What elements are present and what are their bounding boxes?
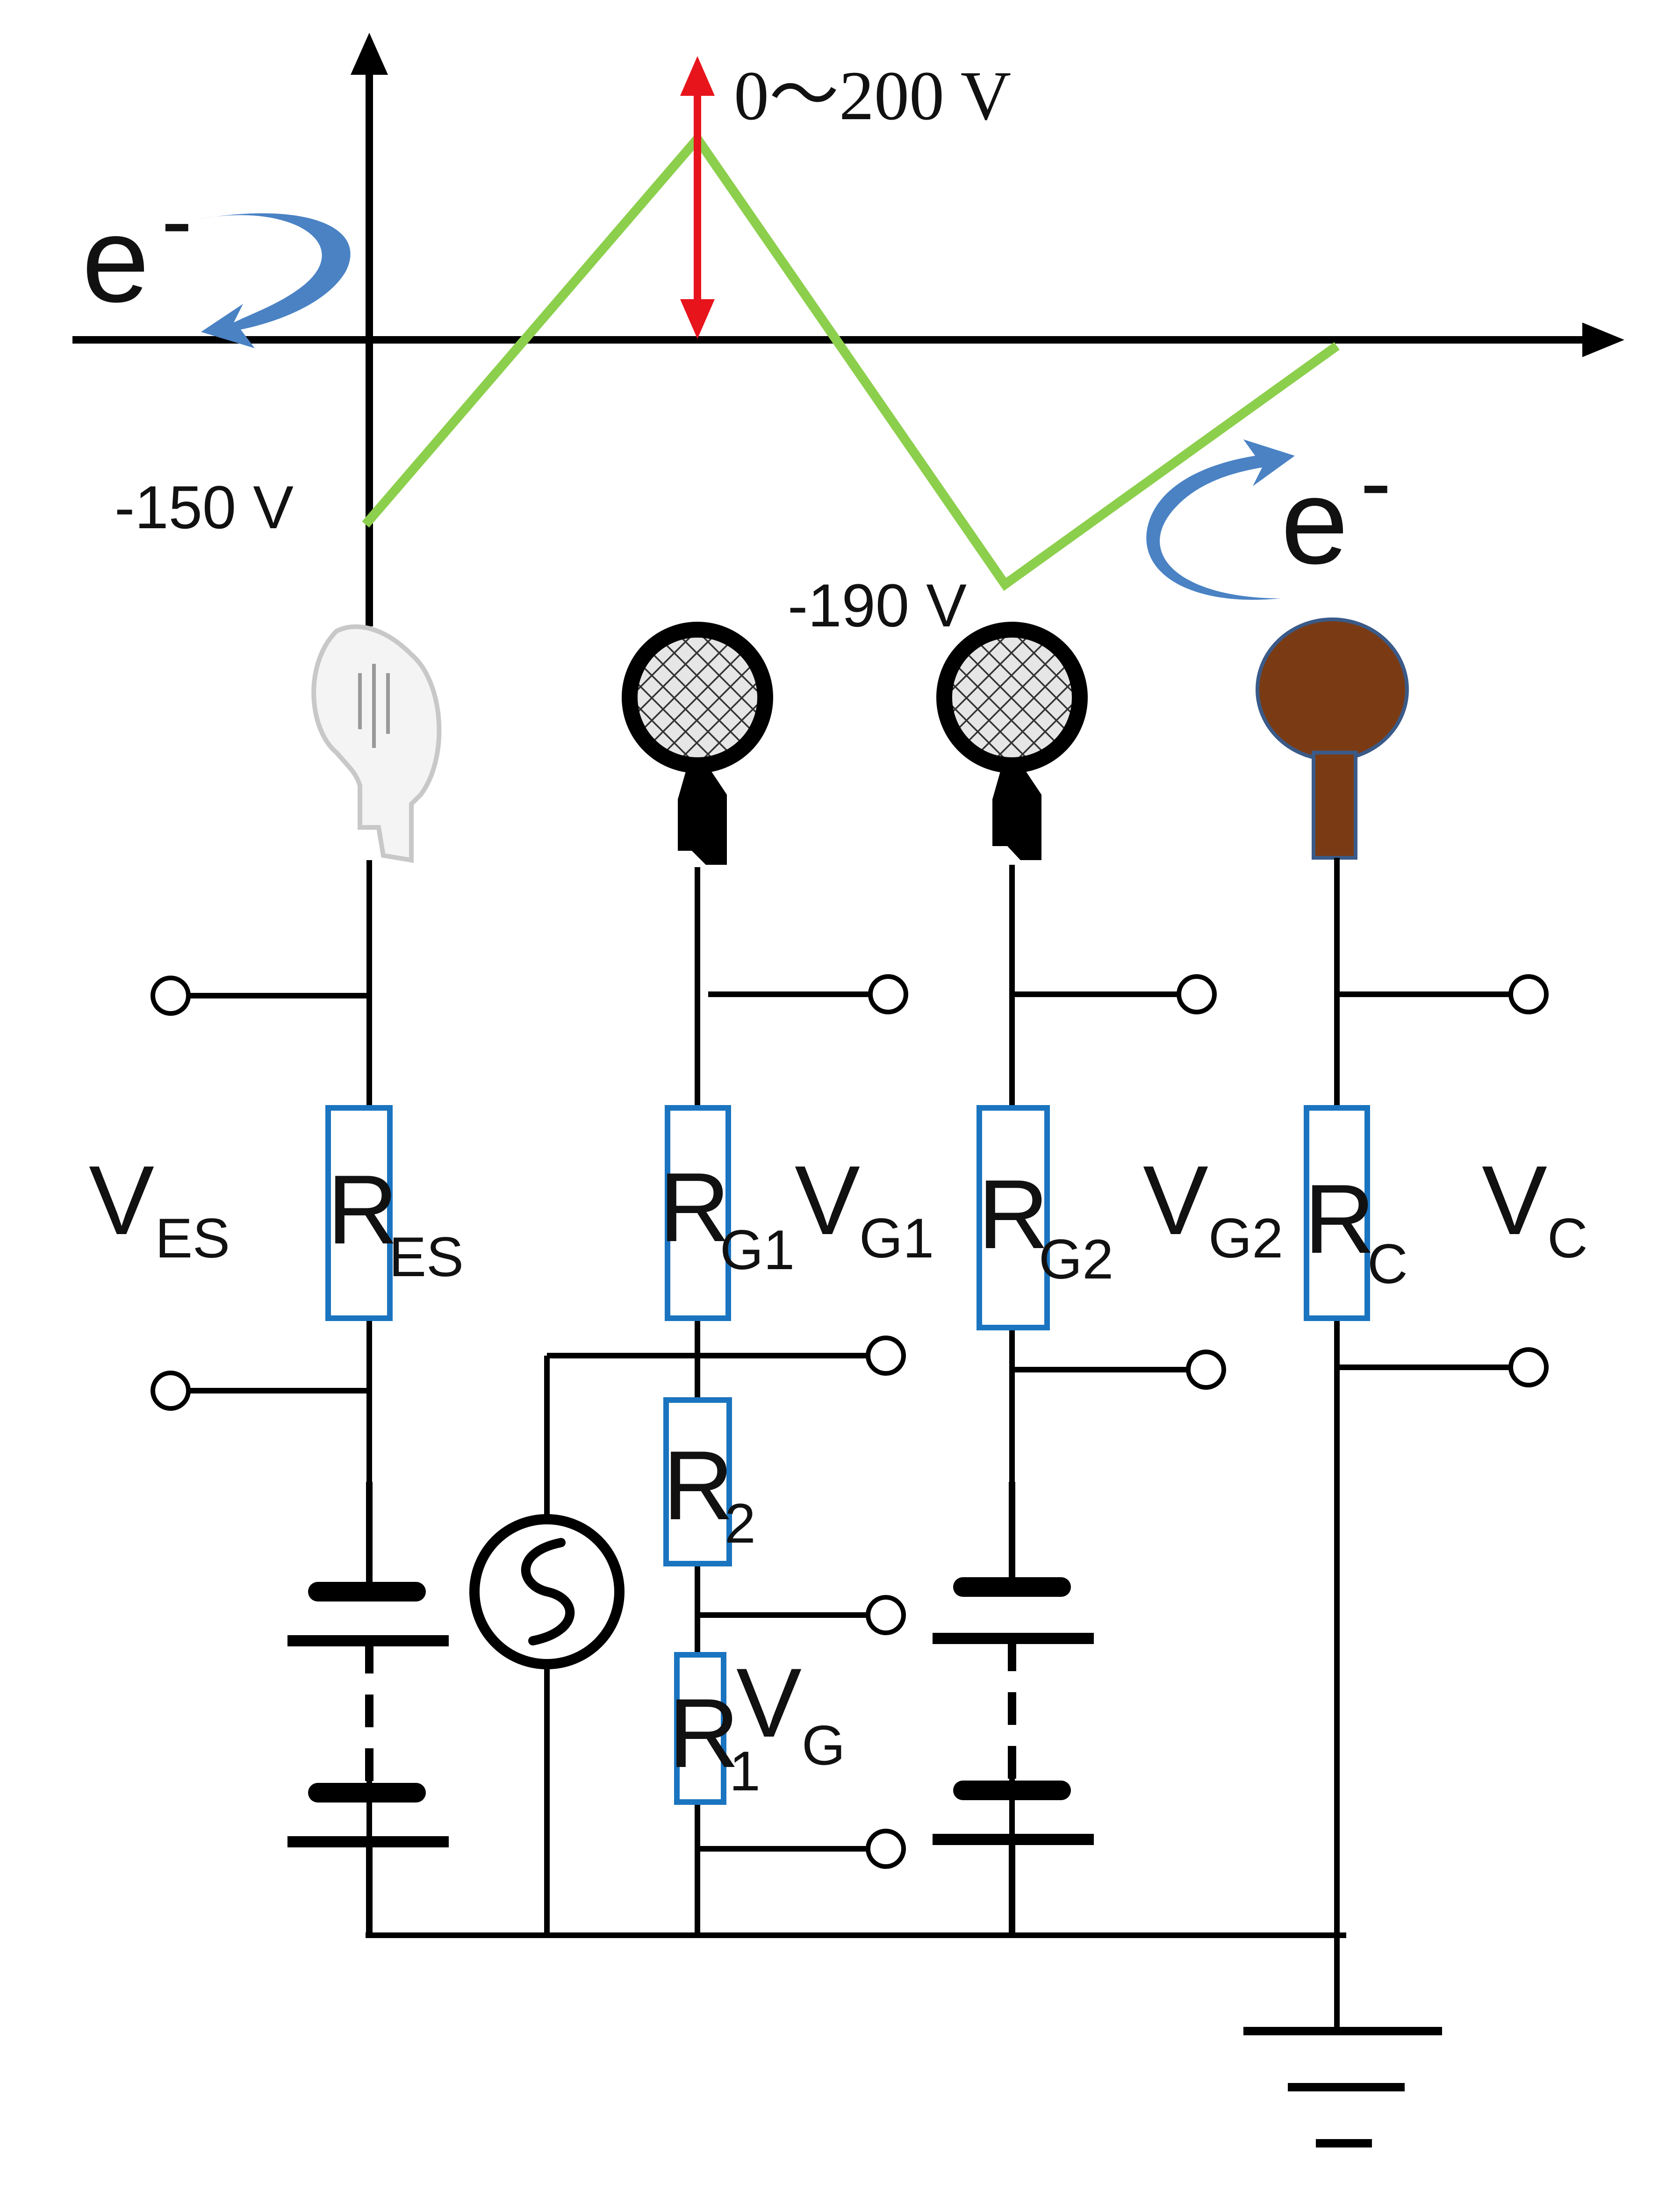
y-axis-arrowhead — [351, 33, 388, 75]
svg-text:R: R — [668, 1678, 739, 1788]
label-r-g2: R G2 — [978, 1159, 1113, 1291]
resistor-g1 — [665, 1105, 731, 1321]
electron-charge: - — [1360, 430, 1392, 534]
svg-text:R: R — [1304, 1164, 1375, 1274]
terminal[interactable] — [866, 1595, 906, 1635]
label-r-c: R C — [1304, 1164, 1408, 1295]
label-r-es: R ES — [327, 1155, 464, 1288]
resistor-r1 — [674, 1652, 726, 1805]
electron-symbol: e — [82, 192, 150, 328]
potential-profile-line — [362, 131, 1340, 591]
resistor-g2 — [976, 1105, 1050, 1330]
curved-arrow-left-icon — [196, 213, 351, 348]
electron-symbol: e — [1281, 454, 1349, 589]
electron-charge: - — [161, 168, 193, 273]
svg-text:C: C — [1367, 1233, 1408, 1295]
svg-text:G: G — [802, 1714, 845, 1777]
resistors — [325, 1105, 1370, 1805]
label-v-es: V ES — [89, 1145, 230, 1270]
label-r-g1: R G1 — [659, 1152, 795, 1281]
svg-text:R: R — [327, 1155, 398, 1264]
modulation-label: 0～200 V — [734, 57, 1011, 135]
svg-text:R: R — [663, 1430, 734, 1540]
svg-text:2: 2 — [725, 1492, 756, 1555]
x-axis-arrowhead — [1582, 323, 1624, 357]
svg-text:1: 1 — [729, 1740, 761, 1803]
svg-text:R: R — [978, 1159, 1049, 1269]
ground-icon — [1243, 2027, 1442, 2147]
min-potential-label: -190 V — [788, 571, 967, 639]
grid-electrode-icon — [936, 622, 1088, 860]
svg-text:V: V — [795, 1145, 860, 1255]
label-v-g1: V G1 — [795, 1145, 934, 1270]
resistor-r2 — [663, 1397, 732, 1566]
wiring — [189, 858, 1510, 2029]
electron-left: e - — [82, 168, 193, 328]
terminal[interactable] — [1508, 1347, 1549, 1387]
repeller-electrode-icon — [311, 624, 442, 863]
terminal[interactable] — [151, 976, 191, 1016]
label-r-2: R 2 — [663, 1430, 756, 1555]
label-r-1: R 1 — [668, 1678, 761, 1803]
svg-text:C: C — [1547, 1207, 1588, 1270]
resistor-c — [1304, 1105, 1370, 1321]
curved-arrow-right-icon — [1146, 439, 1295, 600]
terminal[interactable] — [866, 1829, 906, 1869]
grid-electrode-icon — [622, 622, 773, 865]
svg-text:G2: G2 — [1208, 1207, 1283, 1270]
terminal[interactable] — [151, 1371, 191, 1411]
svg-text:V: V — [1143, 1145, 1208, 1255]
ac-source-icon — [469, 1514, 625, 1669]
modulation-arrow — [680, 56, 715, 339]
svg-text:V: V — [736, 1648, 802, 1758]
repeller-potential-label: -150 V — [115, 473, 294, 541]
svg-text:G1: G1 — [720, 1219, 795, 1281]
label-v-c: V C — [1482, 1145, 1588, 1270]
label-v-g2: V G2 — [1143, 1145, 1283, 1270]
battery-icon — [287, 1482, 449, 1935]
svg-text:G2: G2 — [1039, 1228, 1113, 1291]
svg-text:R: R — [659, 1152, 730, 1262]
terminal[interactable] — [868, 974, 908, 1014]
terminal[interactable] — [866, 1336, 906, 1376]
resistor-es — [325, 1105, 393, 1321]
label-v-g: V G — [736, 1648, 845, 1777]
collector-electrode-icon — [1256, 618, 1409, 860]
terminals — [151, 974, 1549, 1869]
terminal[interactable] — [1186, 1350, 1226, 1390]
svg-text:G1: G1 — [859, 1207, 934, 1270]
terminal[interactable] — [1508, 974, 1549, 1014]
battery-icon — [933, 1482, 1094, 1935]
terminal[interactable] — [1177, 974, 1217, 1014]
svg-text:ES: ES — [389, 1226, 464, 1288]
svg-text:ES: ES — [155, 1207, 230, 1270]
svg-text:V: V — [89, 1145, 154, 1255]
svg-text:V: V — [1482, 1145, 1547, 1255]
electron-right: e - — [1281, 430, 1392, 589]
